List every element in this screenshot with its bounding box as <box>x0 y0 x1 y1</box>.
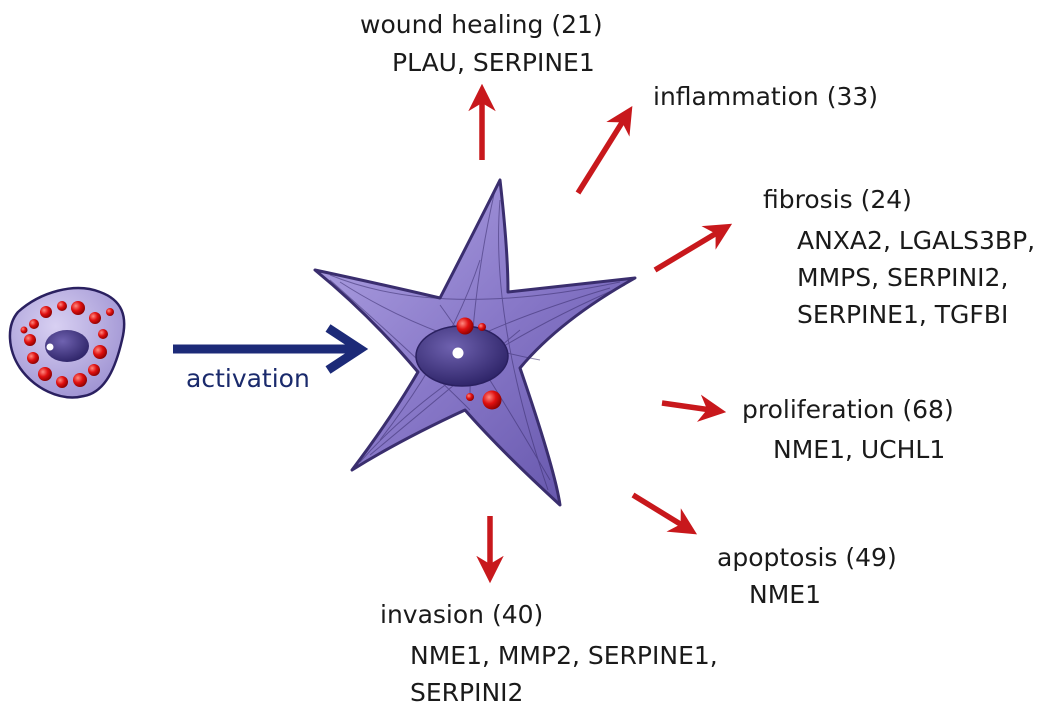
wound-healing-title: wound healing (21) <box>360 10 603 39</box>
activation-label: activation <box>186 364 310 393</box>
wound-healing-genes: PLAU, SERPINE1 <box>392 44 595 81</box>
apoptosis-genes: NME1 <box>749 576 821 613</box>
inflammation-title: inflammation (33) <box>653 82 879 111</box>
arrow-inflammation <box>575 106 633 195</box>
gene-line: SERPINE1, TGFBI <box>797 300 1009 329</box>
arrow-fibrosis <box>653 223 733 273</box>
gene-line: NME1, MMP2, SERPINE1, <box>410 641 718 670</box>
gene-line: NME1, UCHL1 <box>773 435 946 464</box>
gene-line: SERPINI2 <box>410 678 524 707</box>
gene-line: PLAU, SERPINE1 <box>392 48 595 77</box>
gene-line: MMPS, SERPINI2, <box>797 263 1009 292</box>
fibrosis-genes: ANXA2, LGALS3BP, MMPS, SERPINI2, SERPINE… <box>797 222 1035 333</box>
arrow-apoptosis <box>631 492 698 535</box>
outcome-arrows <box>468 83 733 584</box>
invasion-title: invasion (40) <box>380 600 544 629</box>
proliferation-genes: NME1, UCHL1 <box>773 431 945 468</box>
gene-line: ANXA2, LGALS3BP, <box>797 226 1036 255</box>
quiescent-cell-icon <box>8 286 126 399</box>
apoptosis-title: apoptosis (49) <box>717 543 897 572</box>
gene-line: NME1 <box>749 580 821 609</box>
proliferation-title: proliferation (68) <box>742 395 954 424</box>
invasion-genes: NME1, MMP2, SERPINE1, SERPINI2 <box>410 637 718 711</box>
activated-stellate-cell-icon <box>313 178 637 507</box>
arrow-proliferation <box>661 394 727 422</box>
activation-arrow <box>173 324 369 374</box>
fibrosis-title: fibrosis (24) <box>763 185 912 214</box>
